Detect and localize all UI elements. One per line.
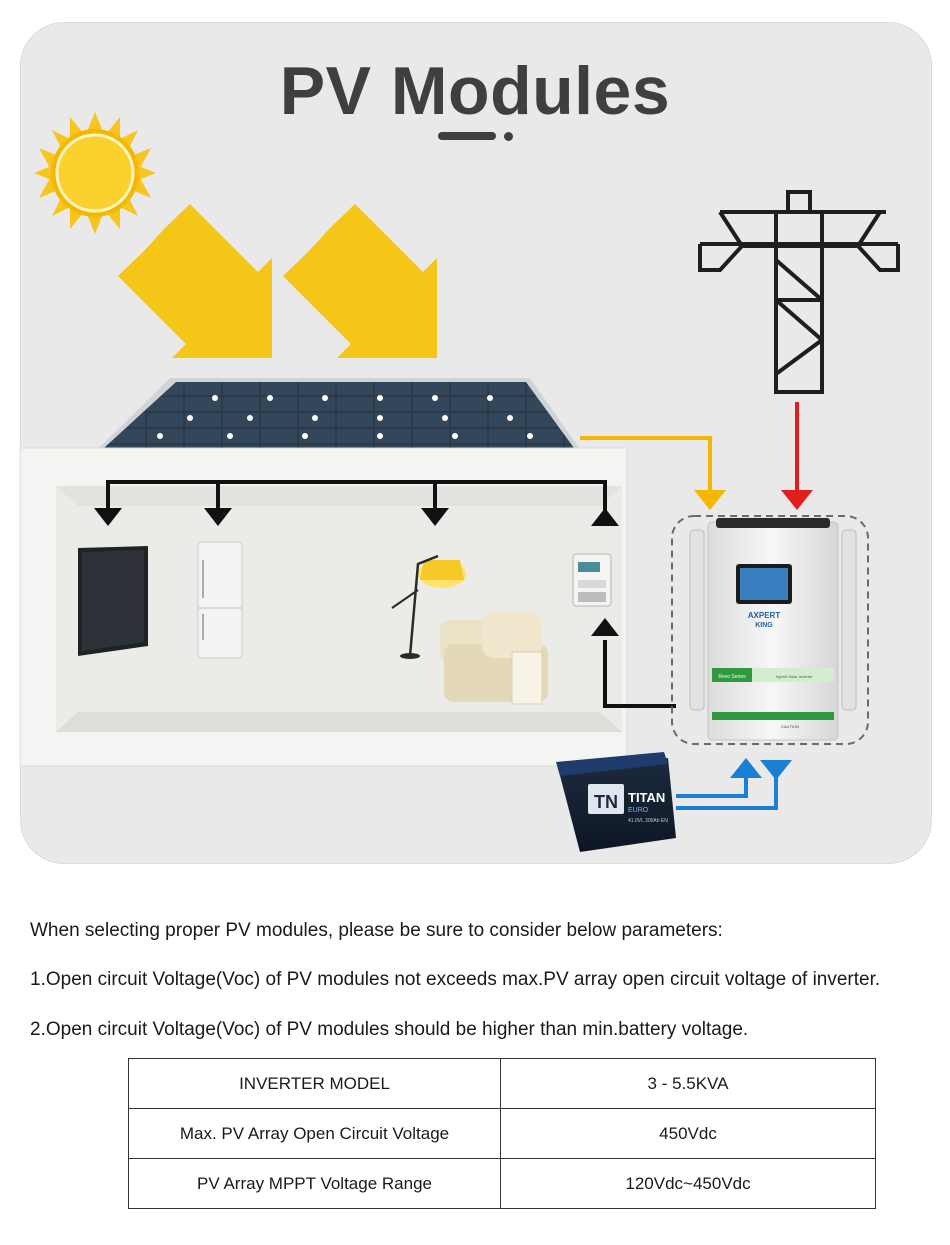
table-cell-label: INVERTER MODEL <box>128 1058 501 1109</box>
inverter-caution: CAUTION <box>781 724 799 729</box>
pv-wiring <box>580 436 726 510</box>
battery-spec: 41.0VL 300Ah EN <box>628 818 668 824</box>
sunlight-arrow-icon <box>118 204 437 358</box>
electric-meter-icon <box>572 553 612 607</box>
table-cell-label: Max. PV Array Open Circuit Voltage <box>128 1108 501 1159</box>
table-cell-value: 450Vdc <box>500 1108 876 1159</box>
inverter-brand-line1: AXPERT <box>748 611 781 620</box>
title-underline <box>438 132 496 140</box>
table-cell-label: PV Array MPPT Voltage Range <box>128 1158 501 1209</box>
power-pylon-icon <box>698 190 900 394</box>
table-cell-value: 3 - 5.5KVA <box>500 1058 876 1109</box>
battery-wiring <box>676 772 778 810</box>
battery-logo: TN <box>594 792 618 812</box>
solar-panel <box>95 378 582 452</box>
notes-item-2: 2.Open circuit Voltage(Voc) of PV module… <box>30 1019 749 1040</box>
inverter-subtitle: Hybrid Solar Inverter <box>776 674 813 679</box>
grid-wiring <box>781 402 813 510</box>
tv-icon <box>78 546 148 656</box>
table-row: PV Array MPPT Voltage Range 120Vdc~450Vd… <box>128 1158 876 1209</box>
battery-brand: TITAN <box>628 790 665 805</box>
table-cell-value: 120Vdc~450Vdc <box>500 1158 876 1209</box>
house <box>19 447 628 767</box>
battery-arrow-icon <box>730 758 792 780</box>
page-title: PV Modules <box>279 53 671 129</box>
title-dot <box>504 132 513 141</box>
table-row: Max. PV Array Open Circuit Voltage 450Vd… <box>128 1108 876 1159</box>
sun-icon <box>34 112 156 234</box>
table-row: INVERTER MODEL 3 - 5.5KVA <box>128 1058 876 1109</box>
battery-line: EURO <box>628 807 649 814</box>
inverter-icon <box>671 515 869 745</box>
system-diagram: AXPERT KING Revo Series Hybrid Solar Inv… <box>19 112 900 852</box>
notes-item-1: 1.Open circuit Voltage(Voc) of PV module… <box>30 969 881 990</box>
spec-table: INVERTER MODEL 3 - 5.5KVA Max. PV Array … <box>128 1058 876 1209</box>
battery-icon <box>556 752 676 852</box>
refrigerator-icon <box>197 541 243 659</box>
inverter-brand-line2: KING <box>755 622 773 629</box>
inverter-series: Revo Series <box>718 674 746 680</box>
notes-intro: When selecting proper PV modules, please… <box>30 920 723 941</box>
load-wiring <box>106 480 676 708</box>
load-arrow-icon <box>94 508 619 636</box>
floor-lamp-icon <box>391 554 466 659</box>
sofa-icon <box>440 612 548 705</box>
